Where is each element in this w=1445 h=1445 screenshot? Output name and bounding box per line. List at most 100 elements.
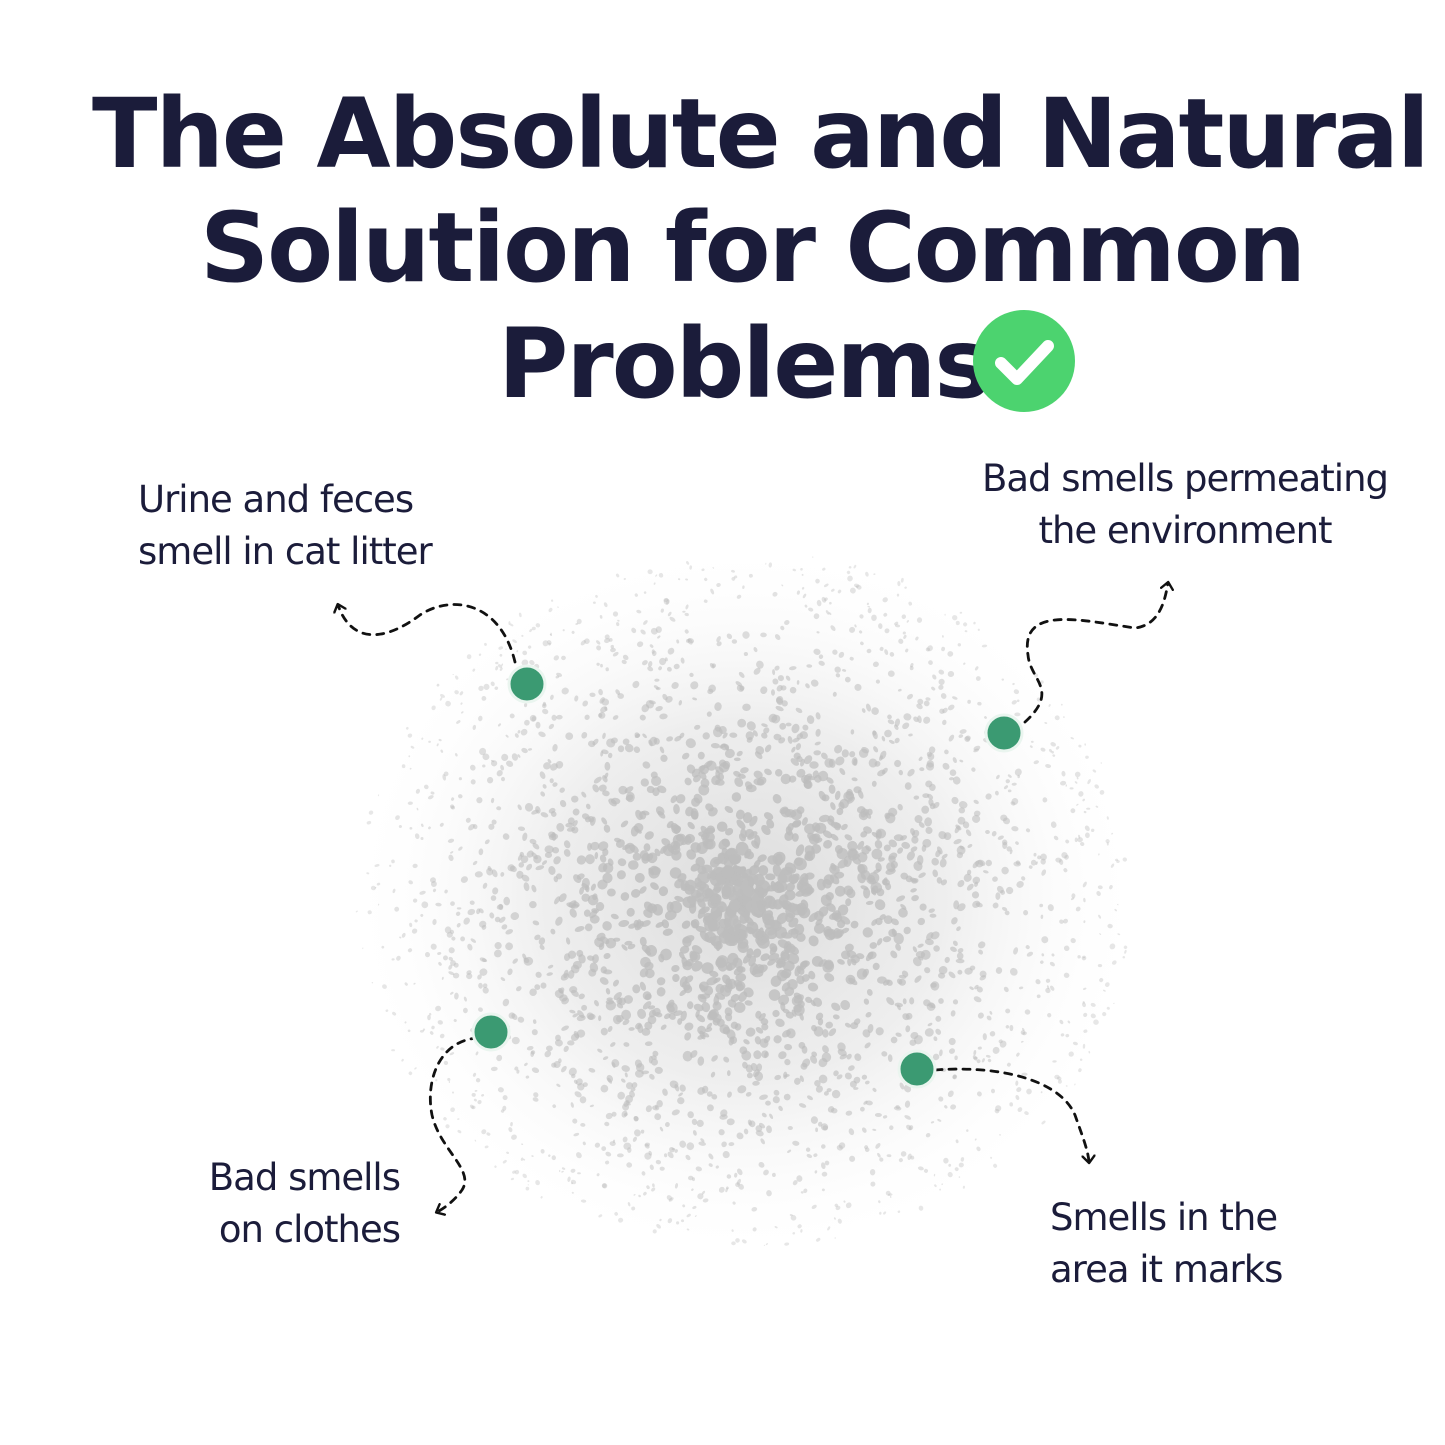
litter-granule: [546, 1045, 553, 1052]
litter-granule: [863, 826, 872, 834]
litter-granule: [775, 706, 784, 712]
litter-granule: [706, 1022, 713, 1030]
litter-granule: [436, 743, 439, 747]
litter-granule: [561, 655, 566, 661]
litter-granule: [736, 684, 744, 692]
litter-granule: [730, 1036, 738, 1044]
litter-granule: [874, 761, 881, 767]
litter-granule: [482, 753, 490, 761]
litter-granule: [811, 1204, 817, 1210]
litter-granule: [592, 784, 600, 793]
litter-granule: [495, 665, 499, 671]
litter-granule: [1122, 955, 1126, 959]
litter-granule: [846, 570, 851, 575]
litter-granule: [950, 1104, 957, 1110]
litter-granule: [857, 789, 864, 799]
litter-granule: [691, 1188, 694, 1191]
litter-granule: [965, 735, 971, 741]
litter-granule: [1028, 865, 1033, 869]
litter-granule: [500, 977, 506, 982]
litter-granule: [859, 614, 864, 619]
litter-granule: [484, 839, 490, 845]
litter-granule: [617, 619, 620, 622]
litter-granule: [938, 684, 944, 690]
litter-granule: [682, 936, 692, 948]
litter-granule: [507, 864, 515, 872]
litter-granule: [693, 1003, 704, 1012]
litter-granule: [1058, 859, 1064, 865]
litter-granule: [679, 989, 687, 997]
litter-granule: [1083, 1029, 1088, 1033]
litter-granule: [941, 1183, 944, 1185]
litter-granule: [869, 1169, 876, 1176]
litter-granule: [640, 778, 649, 787]
litter-granule: [679, 945, 690, 954]
litter-granule: [805, 1147, 811, 1152]
litter-granule: [871, 707, 879, 715]
litter-granule: [772, 1096, 780, 1104]
litter-granule: [617, 1091, 626, 1100]
litter-granule: [481, 958, 488, 963]
litter-granule: [977, 628, 980, 631]
litter-granule: [816, 631, 820, 634]
litter-granule: [1051, 750, 1054, 754]
litter-granule: [731, 792, 742, 802]
litter-granule: [472, 724, 477, 730]
litter-granule: [951, 796, 959, 805]
litter-granule: [818, 1074, 828, 1084]
litter-granule: [932, 1053, 940, 1061]
litter-granule: [814, 837, 823, 843]
litter-granule: [1067, 1020, 1071, 1024]
litter-granule: [905, 875, 913, 883]
litter-granule: [521, 1143, 524, 1145]
litter-granule: [989, 1031, 996, 1037]
litter-granule: [595, 594, 598, 598]
litter-granule: [602, 775, 608, 783]
litter-granule: [1064, 854, 1069, 860]
litter-granule: [697, 994, 707, 1003]
litter-granule: [818, 1058, 828, 1068]
litter-granule: [431, 1025, 435, 1030]
litter-granule: [790, 928, 799, 939]
litter-granule: [471, 1092, 476, 1097]
litter-granule: [886, 862, 896, 872]
litter-granule: [501, 753, 509, 761]
litter-granule: [813, 750, 821, 756]
litter-granule: [389, 864, 392, 867]
litter-granule: [631, 889, 641, 898]
litter-granule: [809, 761, 819, 769]
litter-granule: [593, 776, 602, 784]
litter-granule: [879, 1157, 884, 1162]
litter-granule: [432, 918, 437, 926]
litter-granule: [583, 909, 591, 917]
litter-granule: [1123, 945, 1128, 950]
litter-granule: [1022, 1027, 1025, 1032]
litter-granule: [538, 937, 546, 946]
litter-granule: [574, 1091, 582, 1098]
litter-granule: [1000, 889, 1006, 895]
litter-granule: [831, 910, 842, 921]
litter-granule: [679, 1140, 687, 1148]
litter-granule: [567, 817, 575, 825]
litter-granule: [548, 607, 553, 613]
litter-granule: [939, 708, 945, 714]
litter-granule: [802, 1058, 811, 1068]
litter-granule: [815, 1085, 823, 1093]
litter-granule: [882, 877, 888, 886]
litter-granule: [1004, 910, 1010, 916]
litter-granule: [531, 1067, 540, 1074]
litter-granule: [995, 1105, 1002, 1112]
litter-granule: [753, 770, 763, 779]
litter-granule: [947, 670, 955, 678]
litter-granule: [1105, 839, 1110, 844]
litter-granule: [1041, 953, 1045, 957]
litter-granule: [745, 1064, 753, 1073]
litter-granule: [937, 1118, 942, 1122]
litter-granule: [919, 903, 927, 911]
litter-granule: [579, 886, 585, 895]
litter-granule: [679, 1084, 686, 1092]
litter-granule: [664, 1122, 670, 1127]
litter-granule: [697, 866, 707, 875]
litter-granule: [601, 1146, 607, 1151]
litter-granule: [865, 900, 874, 905]
